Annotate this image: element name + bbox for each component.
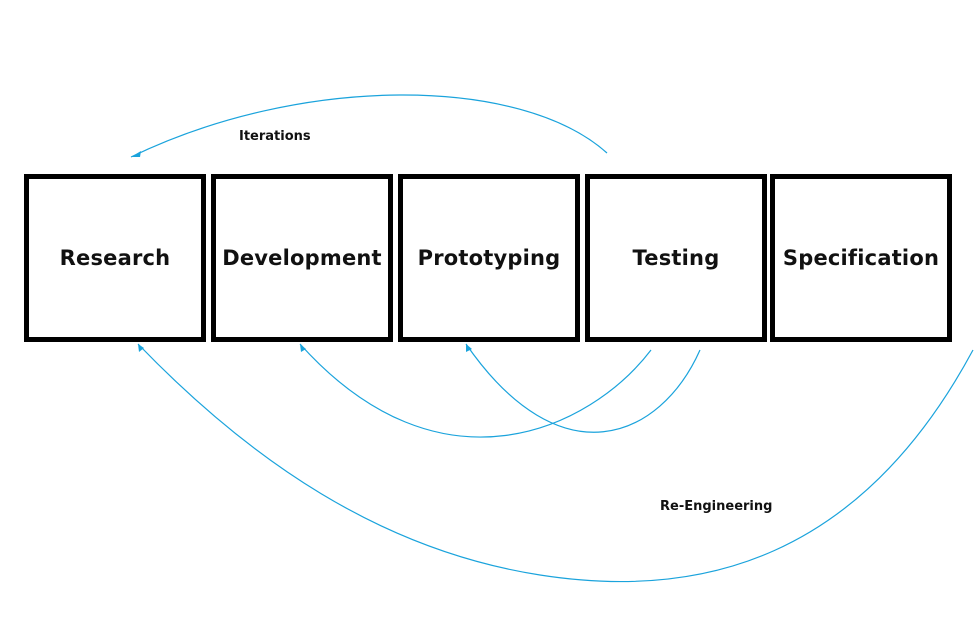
arrowhead-development (300, 344, 306, 352)
reengineering-arrow-specification-to-research (137, 343, 974, 583)
stage-research: Research (24, 174, 206, 342)
arrowhead-research-top (131, 151, 141, 157)
stage-prototyping: Prototyping (398, 174, 580, 342)
stage-testing: Testing (585, 174, 767, 342)
stage-label: Specification (782, 246, 940, 270)
arrowhead-prototyping (466, 344, 472, 352)
stage-label: Prototyping (417, 246, 561, 270)
stage-label: Research (59, 246, 171, 270)
iterations-label: Iterations (239, 129, 311, 144)
iteration-arrow-testing-to-development (299, 343, 652, 438)
stage-label: Development (222, 246, 382, 270)
arrowhead-research-bottom (138, 344, 144, 352)
re-engineering-label: Re-Engineering (660, 499, 773, 514)
iteration-arrow-testing-to-prototyping (465, 343, 701, 433)
stage-development: Development (211, 174, 393, 342)
iteration-arrow-testing-to-research (130, 94, 608, 158)
stage-specification: Specification (770, 174, 952, 342)
stage-label: Testing (632, 246, 720, 270)
